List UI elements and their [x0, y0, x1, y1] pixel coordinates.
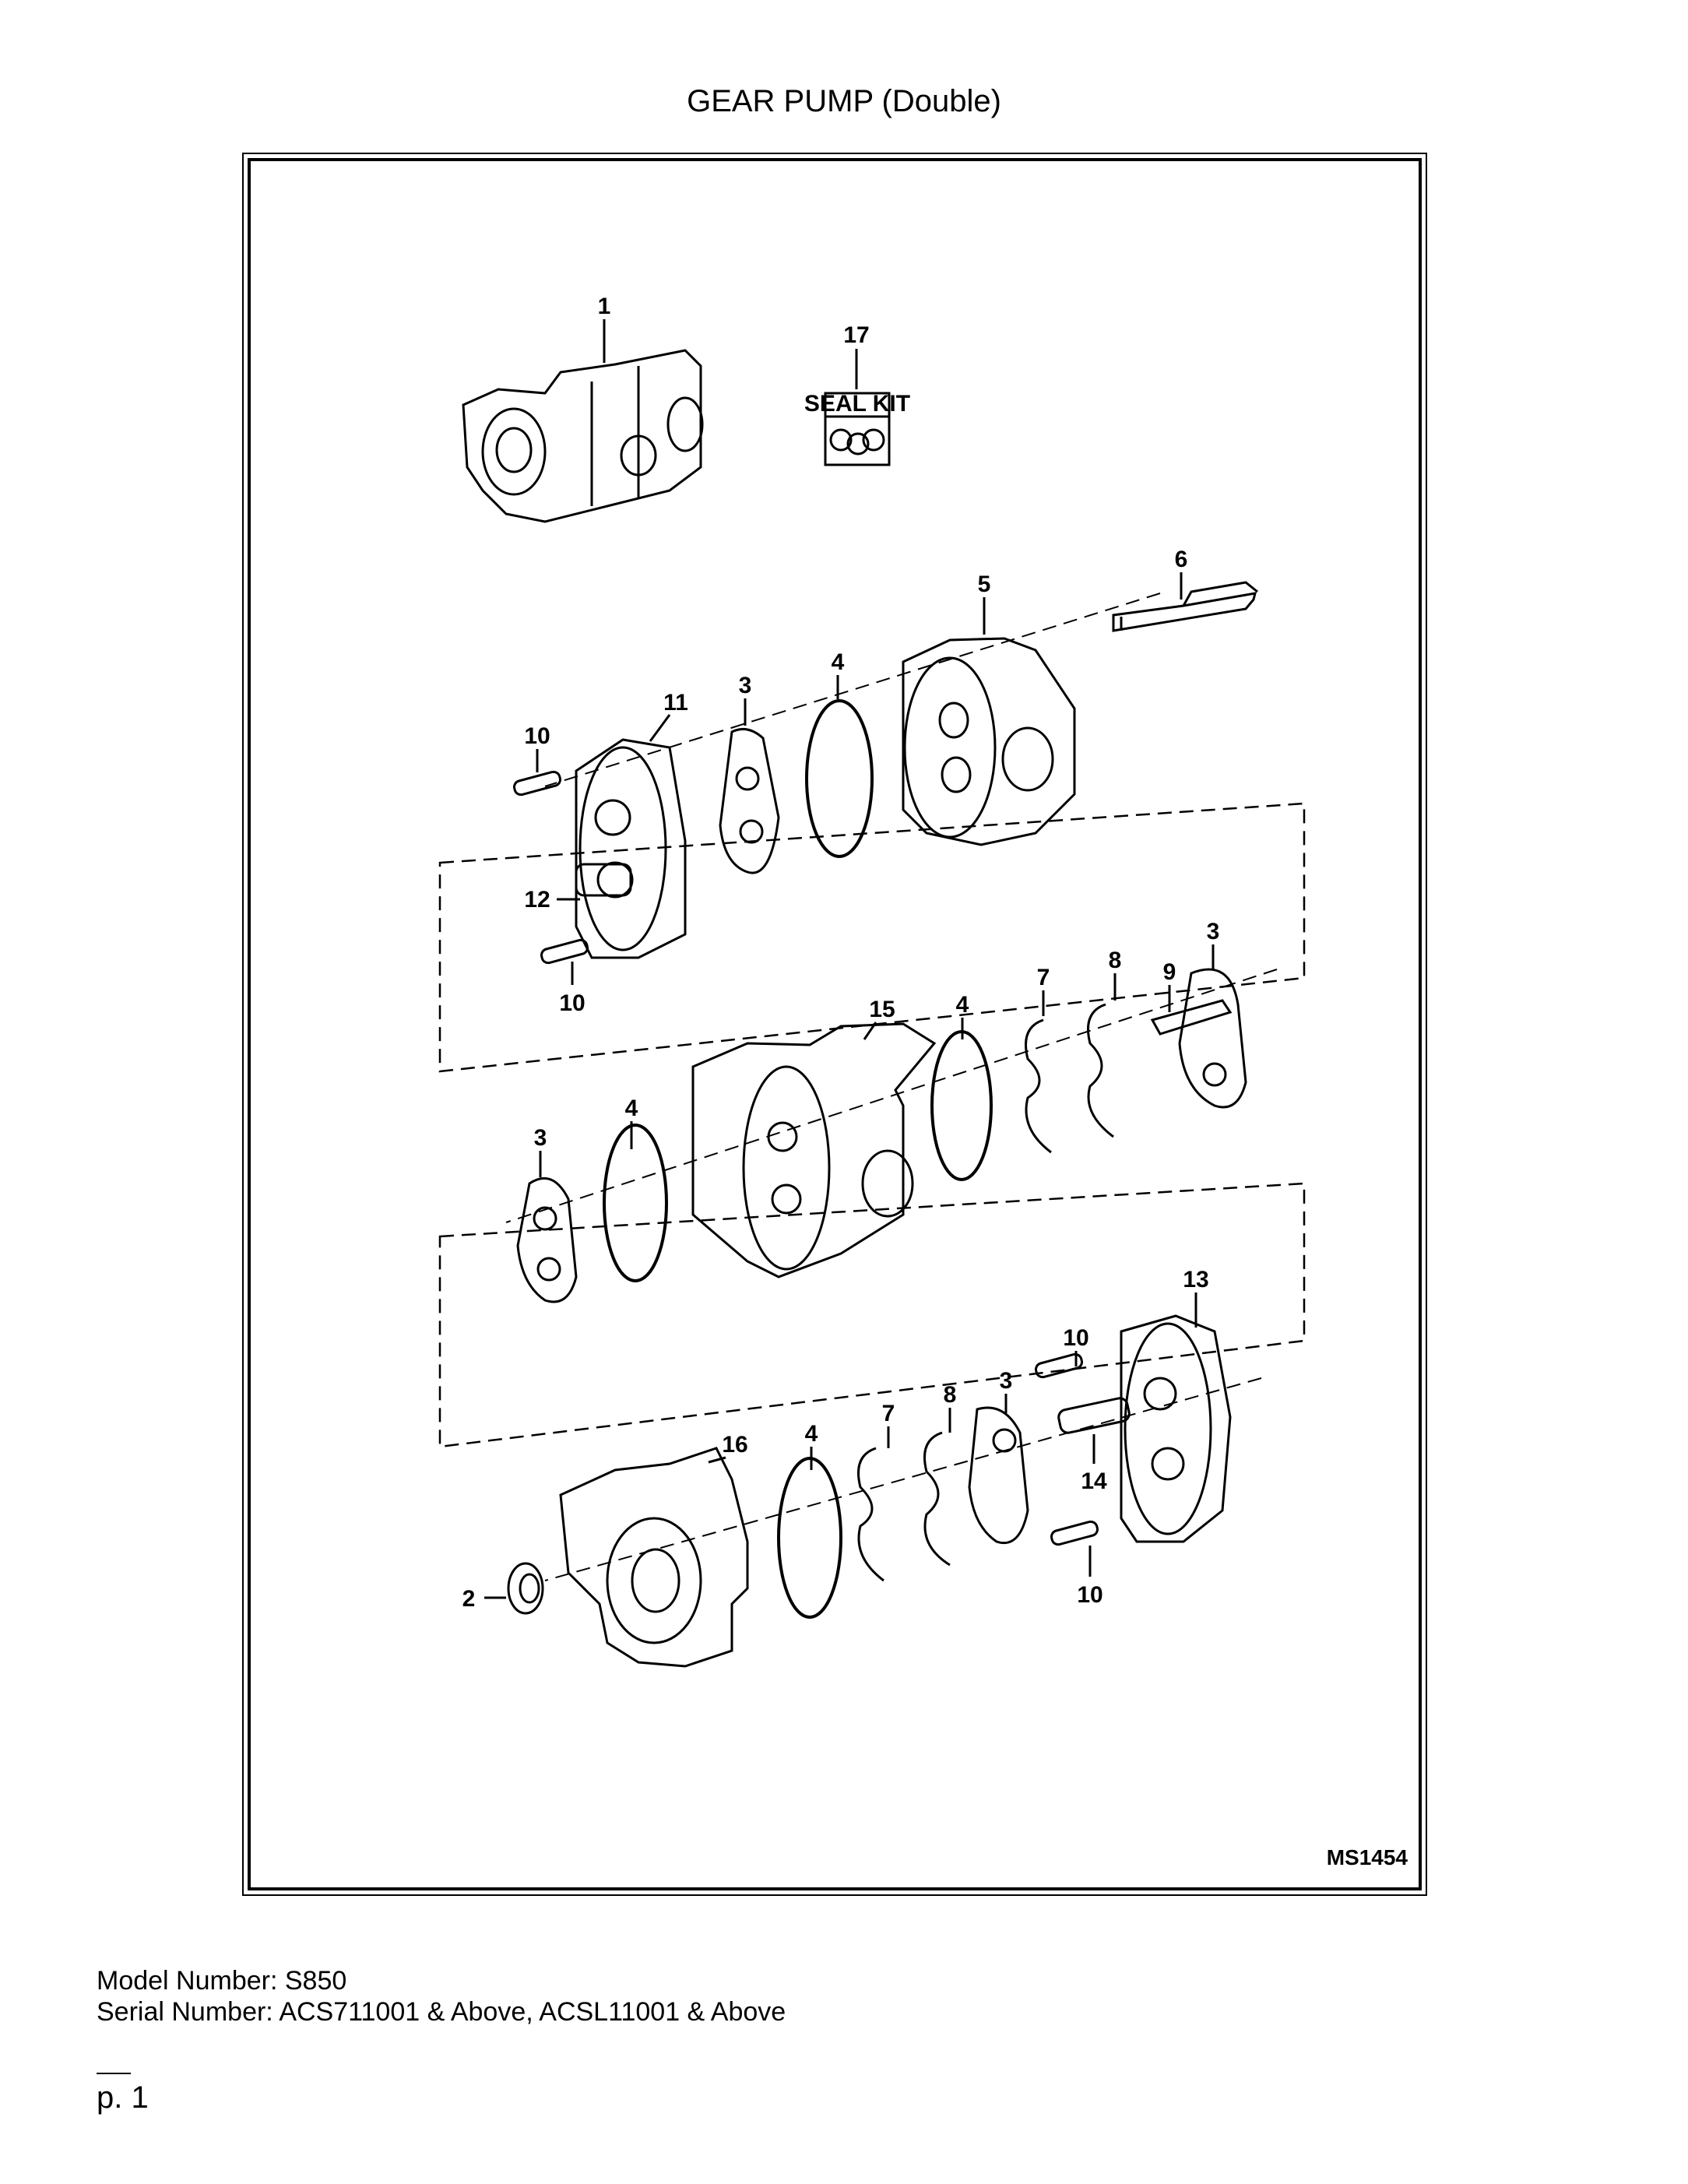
callout-3-mid-right: 3 [1207, 919, 1220, 944]
callout-12: 12 [524, 887, 550, 913]
figure-code: MS1454 [1326, 1845, 1408, 1869]
part-15-center-body [691, 1022, 937, 1278]
callout-16: 16 [722, 1432, 747, 1458]
callout-10-c: 10 [1063, 1325, 1088, 1351]
part-7-backup-ring-lower [857, 1447, 884, 1582]
callout-8-upper: 8 [1109, 948, 1122, 973]
callout-9: 9 [1163, 959, 1176, 985]
callout-4-upper: 4 [832, 649, 845, 675]
callout-17: 17 [843, 322, 869, 348]
callout-14: 14 [1081, 1468, 1107, 1494]
callout-4-lower: 4 [805, 1421, 818, 1447]
callout-11: 11 [663, 690, 688, 716]
callout-10-b: 10 [559, 990, 585, 1016]
seal-kit-text: SEAL KIT [804, 391, 910, 417]
part-4-o-ring-lower [777, 1457, 842, 1619]
callout-7-lower: 7 [882, 1401, 895, 1426]
callout-1: 1 [598, 294, 611, 319]
part-5-end-cover [902, 637, 1076, 846]
part-16-mounting-flange [559, 1447, 749, 1668]
callout-10-d: 10 [1077, 1582, 1102, 1608]
serial-number: Serial Number: ACS711001 & Above, ACSL11… [97, 1997, 786, 2027]
part-9-drive-shaft [1150, 999, 1233, 1036]
callout-3-upper: 3 [739, 673, 752, 698]
callout-7-upper: 7 [1037, 965, 1050, 990]
callout-10-a: 10 [524, 723, 550, 749]
part-10-dowel-pin-c [1034, 1352, 1084, 1379]
part-11-body-gears [575, 738, 687, 959]
part-13-rear-plate [1120, 1314, 1232, 1543]
callout-4-mid-left: 4 [625, 1096, 638, 1121]
dashed-box-upper [438, 802, 1306, 1073]
part-4-o-ring-upper [805, 699, 874, 858]
part-7-backup-ring-middle [1025, 1018, 1052, 1154]
callout-8-lower: 8 [944, 1382, 957, 1408]
part-2-shaft-seal [507, 1562, 544, 1615]
part-3-seal-plate-lower [968, 1406, 1029, 1544]
part-3-seal-plate-middle-left [516, 1176, 578, 1303]
part-10-dowel-pin-d [1050, 1520, 1099, 1546]
callout-15: 15 [869, 997, 895, 1022]
callout-5: 5 [978, 571, 991, 597]
part-10-dowel-pin-a [512, 770, 562, 797]
model-number: Model Number: S850 [97, 1966, 347, 1996]
page-number: p. 1 [97, 2080, 149, 2115]
part-14-gear-shaft [1057, 1397, 1131, 1434]
dashed-box-lower [438, 1182, 1306, 1448]
callout-3-lower: 3 [1000, 1368, 1013, 1394]
part-3-seal-plate-middle-right [1178, 968, 1247, 1109]
part-12-gear-shaft [575, 863, 632, 897]
part-3-seal-plate-upper [719, 727, 780, 874]
part-8-seal-lower [923, 1431, 951, 1567]
page-rule [97, 2073, 131, 2074]
part-4-o-ring-middle-left [603, 1124, 668, 1282]
part-6-bolt [1112, 581, 1258, 632]
part-1-assembled-pump [462, 349, 704, 523]
part-10-dowel-pin-b [540, 938, 589, 965]
part-8-seal-middle [1087, 1003, 1114, 1138]
callout-13: 13 [1183, 1267, 1208, 1292]
page-title: GEAR PUMP (Double) [687, 84, 1001, 118]
part-4-o-ring-middle-right [930, 1030, 993, 1181]
callout-2: 2 [462, 1586, 476, 1612]
diagram-frame [248, 158, 1422, 1890]
leader-lines [484, 319, 1215, 1599]
callout-6: 6 [1175, 547, 1188, 572]
callout-4-mid-right: 4 [956, 992, 969, 1018]
callout-3-mid-left: 3 [534, 1125, 547, 1151]
part-17-seal-kit: SEAL KIT [804, 391, 910, 466]
diagram-outer-frame [242, 153, 1427, 1896]
